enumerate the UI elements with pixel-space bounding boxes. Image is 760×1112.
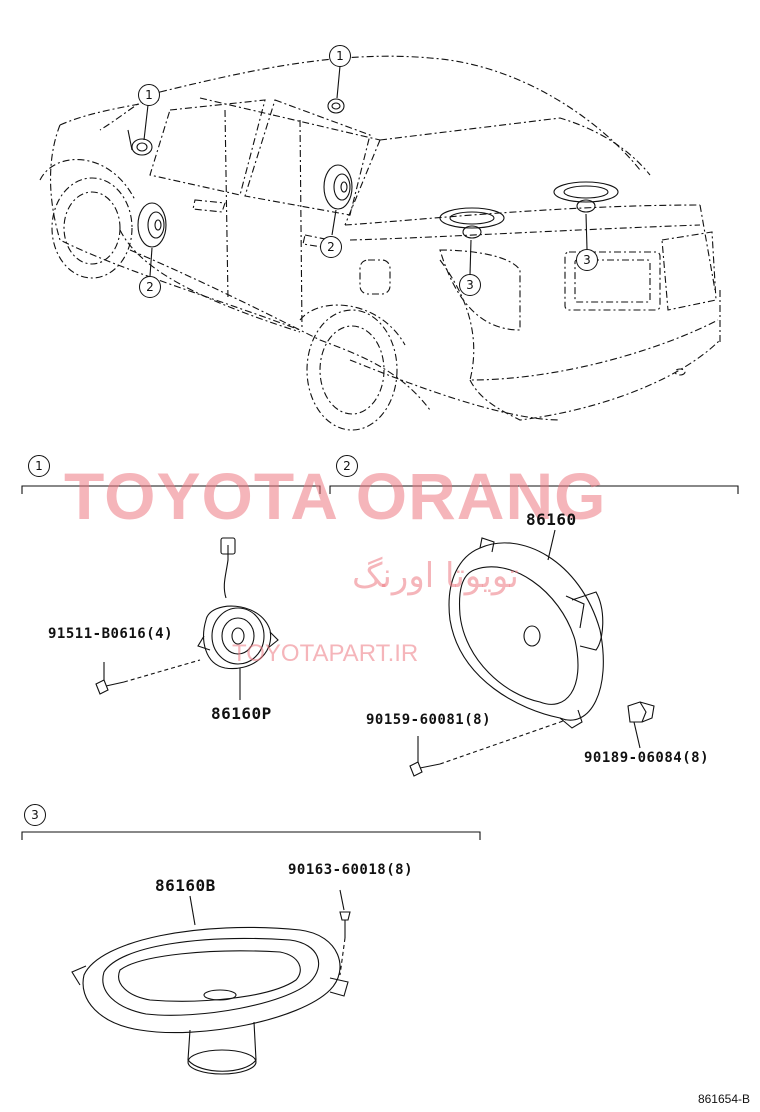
label-tweeter-bolt: 91511-B0616(4) — [48, 626, 174, 642]
car-drawing — [39, 55, 721, 431]
watermark-url: TOYOTAPART.IR — [232, 640, 419, 667]
label-tweeter: 86160P — [211, 704, 272, 723]
callout-tweeter-front: 1 — [138, 84, 160, 106]
section-1-marker: 1 — [28, 455, 50, 477]
tweeter-86160p — [95, 537, 279, 700]
callout-tweeter-rear: 1 — [329, 45, 351, 67]
label-rear-speaker: 86160B — [155, 876, 216, 895]
section-2-marker: 2 — [336, 455, 358, 477]
section-3-marker: 3 — [24, 804, 46, 826]
label-rear-bolt: 90163-60018(8) — [288, 862, 414, 878]
watermark-main: TOYOTA ORANG — [64, 459, 607, 533]
front-speaker-86160 — [409, 529, 655, 777]
watermark-persian: تویوتا اورنگ — [352, 556, 519, 596]
callout-front-door: 2 — [139, 276, 161, 298]
label-front-bolt: 90159-60081(8) — [366, 712, 492, 728]
label-front-speaker: 86160 — [526, 510, 577, 529]
car-leader-lines — [143, 65, 588, 277]
car-speakers — [127, 98, 619, 248]
callout-deck-left: 3 — [459, 274, 481, 296]
rear-speaker-86160b — [71, 889, 351, 1075]
figure-code: 861654-B — [697, 1092, 750, 1106]
callout-deck-right: 3 — [576, 249, 598, 271]
label-front-nut: 90189-06084(8) — [584, 750, 710, 766]
callout-rear-door: 2 — [320, 236, 342, 258]
section-brackets — [21, 485, 739, 840]
